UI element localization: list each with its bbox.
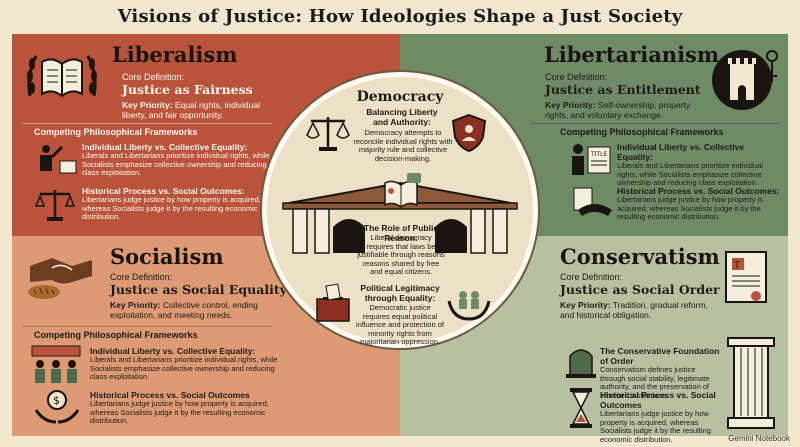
liberty-vs-equality-icon: [40, 145, 77, 174]
item-title: Individual Liberty vs. Collective Equali…: [90, 346, 256, 356]
item-title: Historical Process vs. Social Outcomes:: [617, 186, 780, 196]
divider: [22, 123, 272, 124]
item-title: Historical Process vs. Social Outcomes: [600, 390, 716, 410]
item-title: Individual Liberty vs. Collective Equali…: [82, 142, 248, 152]
reason-text: Liberal democracy requires that laws be …: [357, 233, 445, 277]
socialism-core-value: Justice as Social Equality: [110, 282, 287, 297]
legitimacy-text: Democratic justice requires equal politi…: [356, 303, 444, 347]
libertarianism-core-value: Justice as Entitlement: [545, 82, 701, 97]
conservatism-core-value: Justice as Social Order: [560, 282, 720, 297]
frameworks-heading: Competing Philosophical Frameworks: [560, 127, 724, 137]
reason-title: The Role of Public Reason:: [363, 223, 439, 243]
priority-label: Key Priority:: [560, 300, 611, 310]
democracy-circle: Democracy Balancing Liberty and Authorit…: [262, 72, 538, 348]
priority-text: Self-ownership, property rights, and vol…: [545, 100, 691, 120]
legitimacy-title: Political Legitimacy through Equality:: [360, 283, 440, 303]
balance-text: Democracy attempts to reconcile individu…: [353, 128, 453, 163]
priority-text: Equal rights, individual liberty, and fa…: [122, 100, 260, 120]
libertarianism-heading: Libertarianism: [544, 42, 720, 67]
framework-item-liberty: Individual Liberty vs. Collective Equali…: [82, 142, 272, 178]
open-book-laurel-icon: [27, 55, 97, 98]
liberalism-core-label: Core Definition:: [122, 72, 185, 82]
svg-text:TITLE: TITLE: [590, 151, 607, 158]
frameworks-heading: Competing Philosophical Frameworks: [34, 330, 198, 340]
item-text: Liberals and Libertarians prioritize ind…: [82, 151, 270, 178]
framework-item-liberty: Individual Liberty vs. Collective Equali…: [617, 142, 782, 188]
framework-item-historical: Historical Process vs. Social Outcomes: …: [82, 186, 272, 222]
page-title: Visions of Justice: How Ideologies Shape…: [117, 6, 683, 27]
item-text: Libertarians judge justice by how proper…: [617, 195, 763, 222]
democracy-heading: Democracy: [356, 89, 444, 105]
item-title: Historical Process vs. Social Outcomes: [90, 390, 250, 400]
ballot-box-icon: [316, 283, 350, 322]
liberalism-priority: Key Priority: Equal rights, individual l…: [122, 100, 282, 120]
item-text: Liberals and Libertarians prioritize ind…: [90, 355, 278, 382]
socialism-priority: Key Priority: Collective control, ending…: [110, 300, 270, 320]
column-icon: [727, 337, 775, 429]
socialism-core-label: Core Definition:: [110, 272, 173, 282]
people-banner-icon: [31, 345, 81, 383]
item-text: Libertarians judge justice by how proper…: [90, 399, 269, 426]
svg-text:T: T: [734, 261, 740, 271]
hourglass-icon: [570, 388, 592, 428]
libertarianism-core-label: Core Definition:: [545, 72, 608, 82]
framework-item-liberty: Individual Liberty vs. Collective Equali…: [90, 346, 280, 382]
framework-item-order: The Conservative Foundation of Order Con…: [600, 346, 720, 400]
priority-label: Key Priority:: [545, 100, 596, 110]
balance-title: Balancing Liberty and Authority:: [366, 107, 438, 127]
conservatism-priority: Key Priority: Tradition, gradual reform,…: [560, 300, 720, 320]
item-title: The Conservative Foundation of Order: [600, 346, 720, 366]
tower-key-icon: [712, 50, 778, 110]
balance-scales-icon: [306, 117, 350, 151]
libertarianism-priority: Key Priority: Self-ownership, property r…: [545, 100, 715, 120]
protecting-hands-icon: [447, 291, 491, 321]
liberalism-heading: Liberalism: [112, 42, 238, 67]
framework-item-historical: Historical Process vs. Social Outcomes L…: [90, 390, 280, 426]
shield-person-icon: [451, 113, 487, 153]
socialism-heading: Socialism: [110, 244, 224, 269]
item-text: Conservatism defines justice through soc…: [600, 365, 710, 400]
item-title: Historical Process vs. Social Outcomes:: [82, 186, 245, 196]
hands-coin-icon: $: [34, 390, 80, 424]
tombstone-icon: [566, 349, 596, 378]
priority-text: Tradition, gradual reform, and historica…: [560, 300, 708, 320]
person-title-deed-icon: TITLE: [572, 144, 611, 175]
divider: [22, 326, 272, 327]
item-text: Libertarians judge justice by how proper…: [600, 409, 711, 444]
book-speech-icon: [384, 173, 421, 208]
liberalism-core-value: Justice as Fairness: [122, 82, 253, 97]
handshake-bread-icon: [28, 258, 92, 299]
priority-label: Key Priority:: [110, 300, 161, 310]
footer-brand: Gemini Notebook: [728, 434, 790, 443]
handshake-property-icon: [573, 187, 612, 216]
item-text: Liberals and Libertarians prioritize ind…: [617, 161, 763, 188]
item-text: Libertarians judge justice by how proper…: [82, 195, 261, 222]
item-title: Individual Liberty vs. Collective Equali…: [617, 142, 745, 162]
framework-item-historical: Historical Process vs. Social Outcomes: …: [617, 186, 782, 222]
scroll-document-icon: T: [725, 251, 767, 303]
svg-text:$: $: [53, 394, 60, 407]
conservatism-heading: Conservatism: [560, 244, 720, 269]
framework-item-historical: Historical Process vs. Social Outcomes L…: [600, 390, 720, 444]
priority-text: Collective control, ending exploitation,…: [110, 300, 258, 320]
conservatism-core-label: Core Definition:: [560, 272, 623, 282]
scales-icon: [34, 190, 76, 221]
priority-label: Key Priority:: [122, 100, 173, 110]
divider: [530, 123, 780, 124]
frameworks-heading: Competing Philosophical Frameworks: [34, 127, 198, 137]
